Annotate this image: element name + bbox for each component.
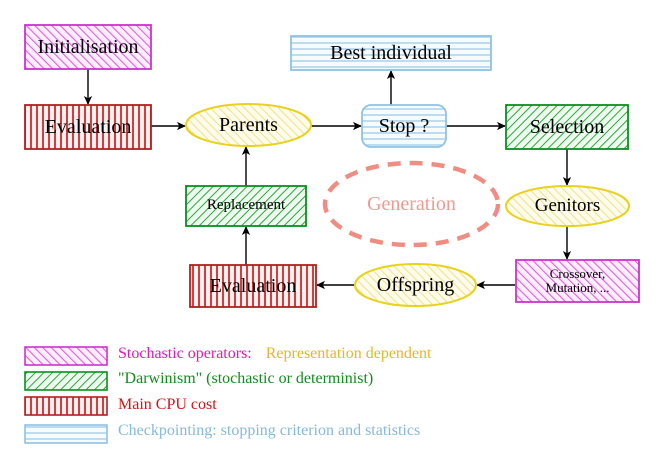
legend-label-extra-stochastic: Representation dependent (265, 345, 432, 362)
node-shape-replacement[interactable] (185, 185, 307, 227)
node-shape-generation[interactable] (322, 160, 501, 248)
node-shape-offspring[interactable] (354, 263, 477, 307)
node-shape-crossover[interactable] (515, 259, 640, 303)
node-shape-parents[interactable] (185, 103, 312, 147)
legend-label-darwinism: "Darwinism" (stochastic or determinist) (118, 370, 373, 388)
node-shape-initialisation[interactable] (24, 24, 152, 70)
node-shape-selection[interactable] (505, 104, 629, 150)
node-shape-best-individual[interactable] (290, 35, 492, 71)
legend-swatches-group (24, 346, 108, 444)
node-shape-evaluation-top[interactable] (24, 104, 152, 150)
node-shape-genitors[interactable] (505, 185, 630, 227)
legend-swatch-checkpointing (24, 424, 108, 444)
legend-swatch-darwinism (24, 371, 108, 391)
node-shape-stop[interactable] (361, 104, 447, 148)
legend-label-main-checkpointing: Checkpointing: stopping criterion and st… (118, 422, 421, 439)
edges-group (83, 69, 572, 290)
legend-label-main-stochastic: Stochastic operators: (118, 345, 252, 362)
node-shape-evaluation-bot[interactable] (189, 264, 317, 308)
legend-label-cpu: Main CPU cost (118, 396, 217, 414)
legend-label-main-darwinism: "Darwinism" (stochastic or determinist) (118, 370, 374, 387)
nodes-group (24, 24, 640, 308)
legend-label-checkpointing: Checkpointing: stopping criterion and st… (118, 422, 420, 440)
legend-swatch-cpu (24, 396, 108, 416)
legend-label-stochastic: Stochastic operators: Representation depe… (118, 345, 431, 363)
legend-label-main-cpu: Main CPU cost (118, 396, 217, 413)
legend-swatch-stochastic (24, 346, 108, 366)
